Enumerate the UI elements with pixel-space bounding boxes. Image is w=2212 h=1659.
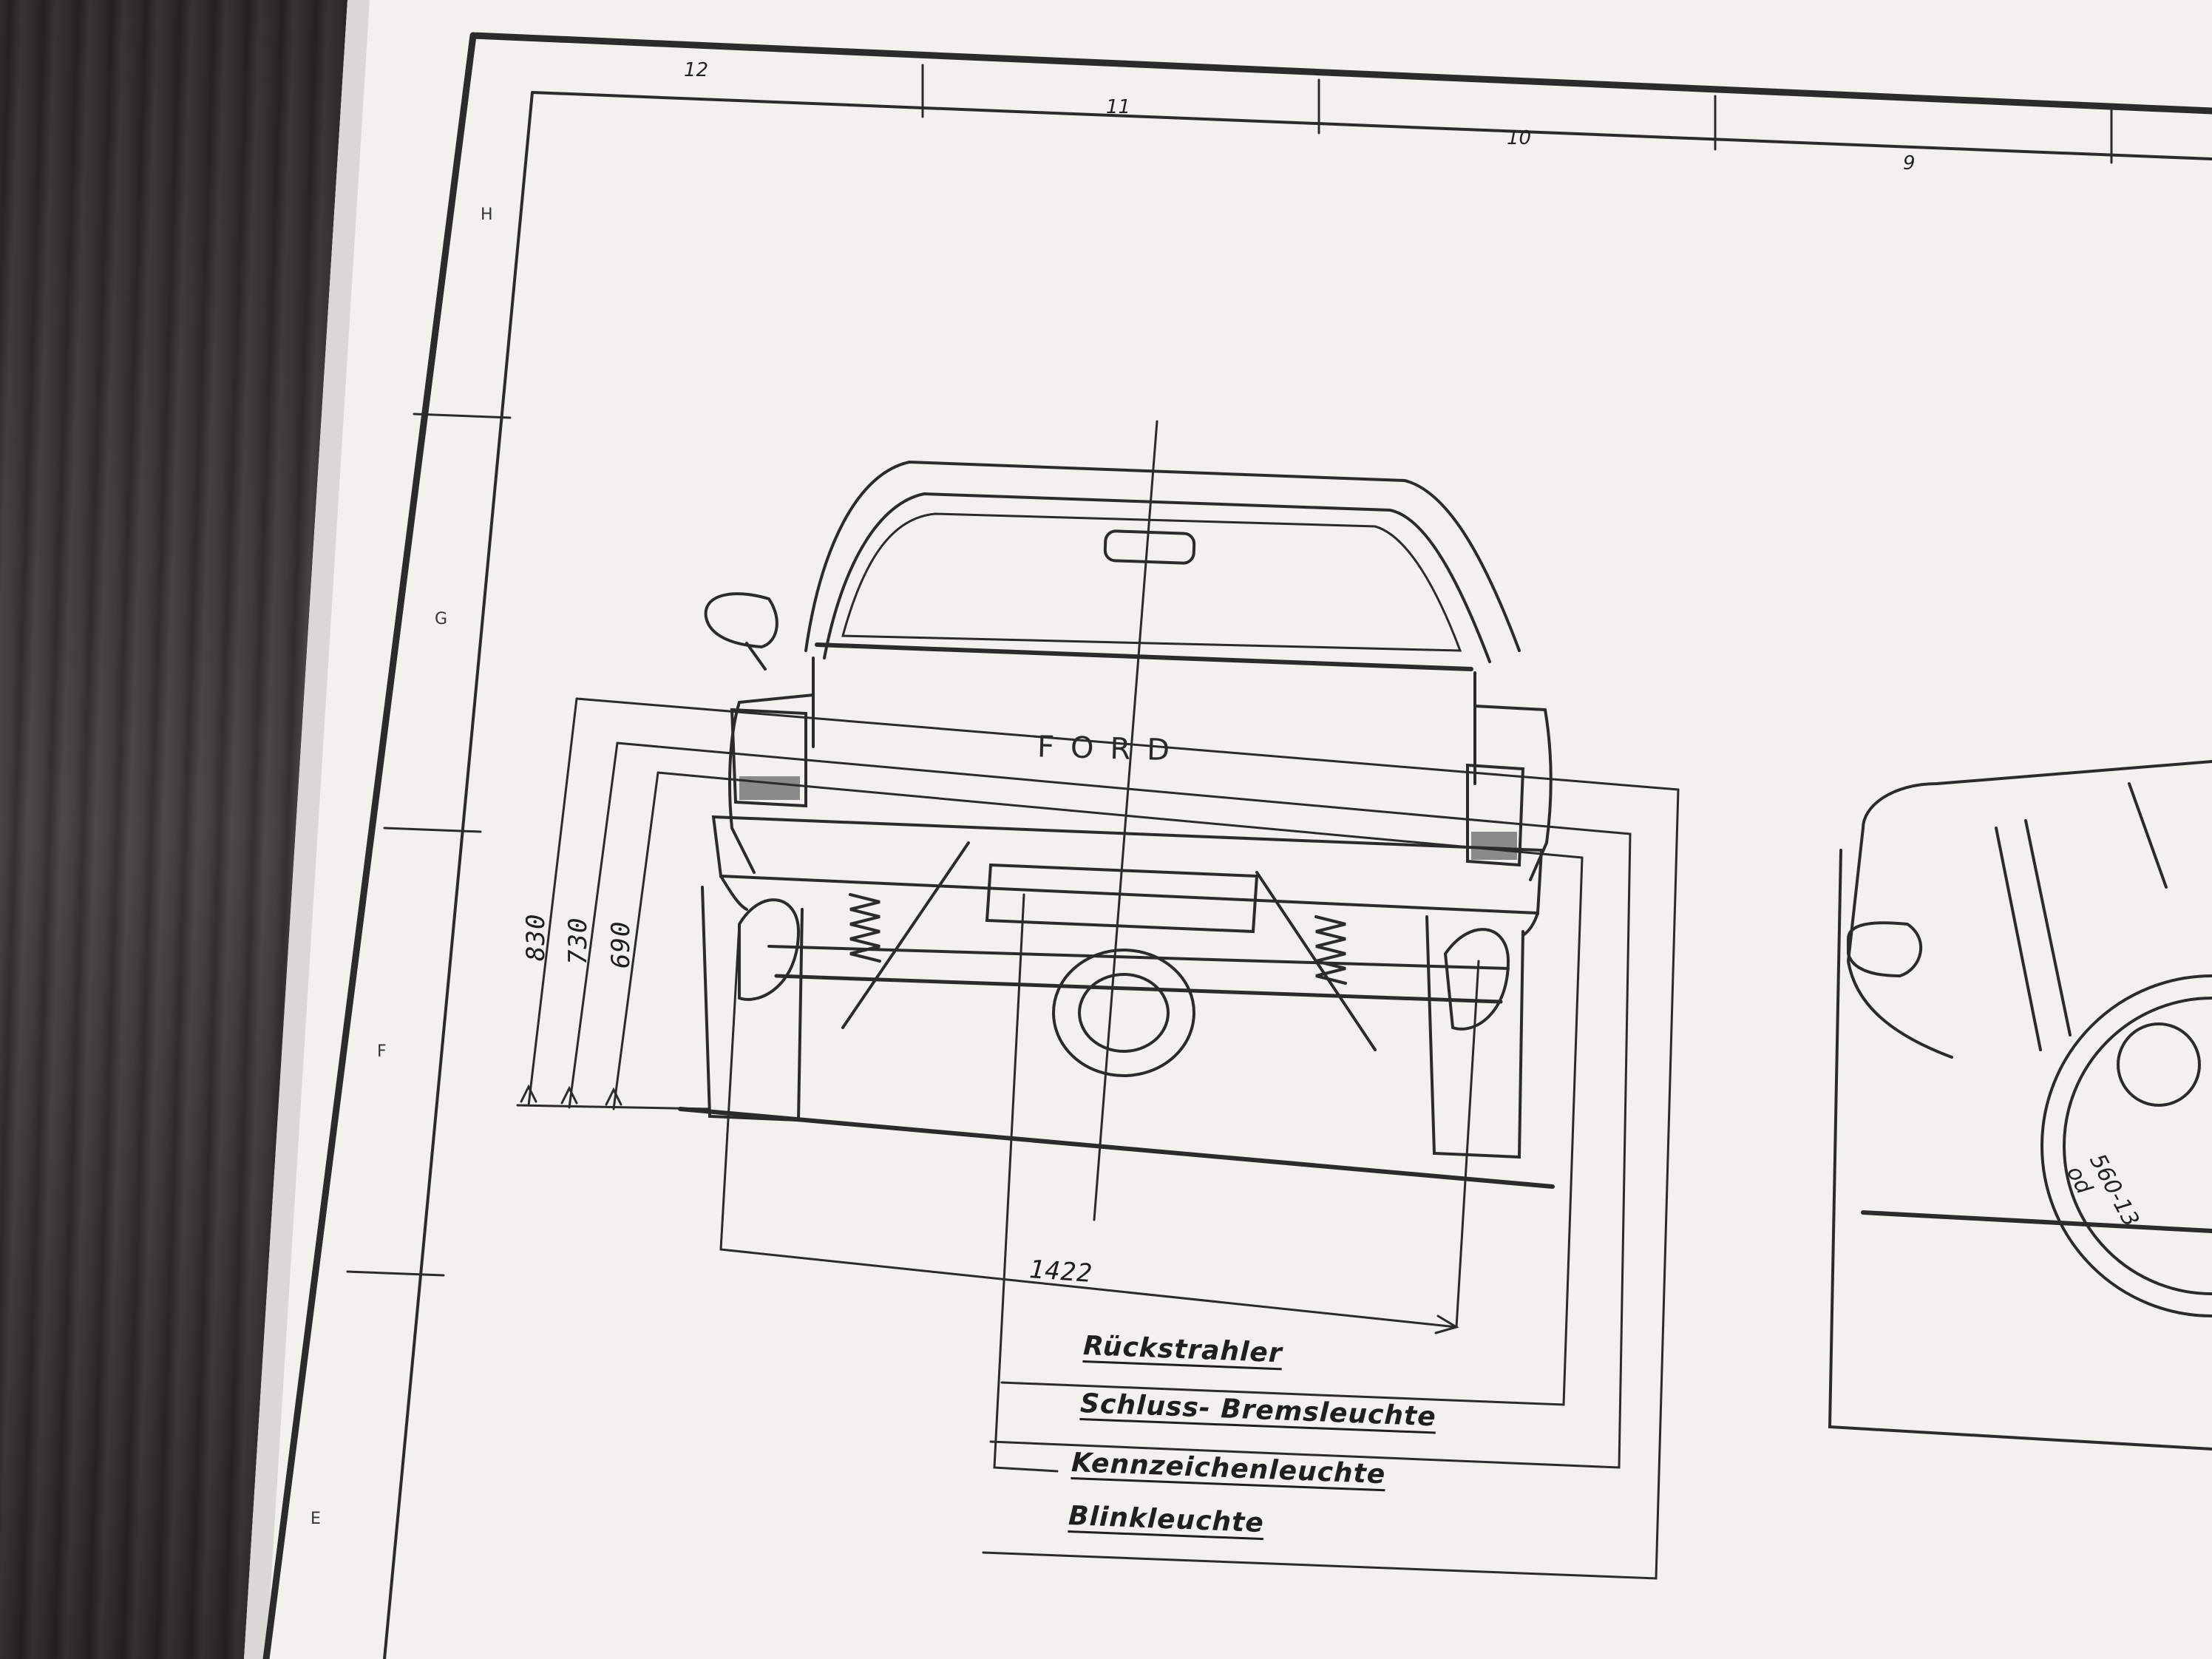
paper-shadow-edge: [244, 0, 370, 1659]
outer-frame: [262, 32, 2212, 1659]
row-dividers: [346, 413, 512, 1277]
car-side-view-partial: [1828, 760, 2212, 1451]
dimension-730: 730: [563, 917, 593, 965]
grid-column-10: 10: [1507, 127, 1532, 149]
grid-column-9: 9: [1903, 152, 1916, 174]
grid-row-h: H: [481, 206, 493, 224]
grid-row-e: E: [311, 1510, 321, 1528]
ground-line: [678, 1107, 1555, 1189]
legend-leaders: [982, 788, 1680, 1580]
grid-row-f: F: [377, 1042, 387, 1061]
track-dimension: [719, 923, 1480, 1334]
ford-lettering: FORD: [1037, 730, 1187, 768]
height-dimensions: [516, 697, 1680, 1110]
grid-column-11: 11: [1106, 96, 1131, 118]
paper-sheet: [244, 0, 2212, 1659]
grid-row-g: G: [435, 610, 448, 628]
column-dividers: [921, 64, 2113, 164]
grid-column-12: 12: [684, 59, 709, 81]
center-line: [1093, 420, 1158, 1221]
dimension-830: 830: [521, 913, 551, 961]
dimension-690: 690: [606, 920, 636, 968]
inner-frame: [383, 91, 2212, 1659]
dimension-1422: 1422: [1028, 1255, 1094, 1289]
car-rear-view: [701, 460, 1553, 1159]
